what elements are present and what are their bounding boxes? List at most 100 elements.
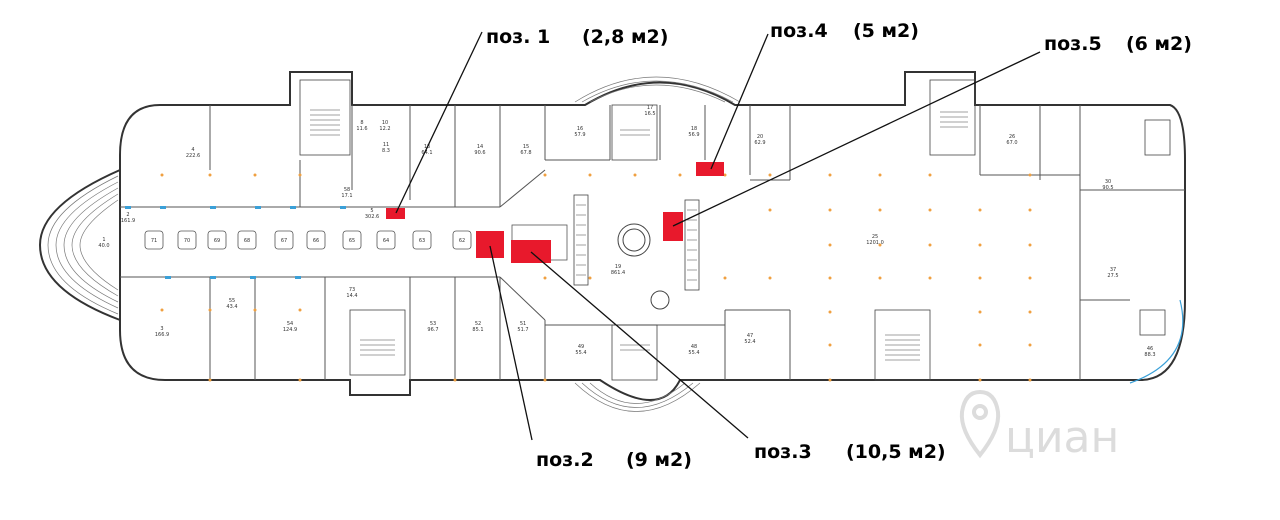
kiosk-number: 63 (419, 238, 425, 244)
room-area: 67.0 (1006, 140, 1017, 146)
callout-labels: поз. 1 (2,8 м2) поз.2 (9 м2) поз.3 (10,5… (486, 20, 1192, 471)
room-area: 27.5 (1107, 273, 1118, 279)
room-area: 96.7 (427, 327, 438, 333)
room-number: 5 (370, 208, 373, 214)
room-area: 11.6 (356, 126, 367, 132)
room-number: 53 (430, 321, 436, 327)
pos2-area-label: (9 м2) (626, 449, 692, 471)
staircases (299, 79, 1171, 381)
leader-lines (395, 31, 1041, 441)
interior-walls (120, 105, 1185, 380)
pos5-leader (672, 51, 1041, 227)
room-number: 48 (691, 344, 697, 350)
room-area: 51.7 (517, 327, 528, 333)
pos5-area (663, 212, 683, 241)
room-area: 40.0 (98, 243, 109, 249)
room-area: 124.9 (283, 327, 297, 333)
atrium (617, 223, 670, 310)
watermark-text: циан (1005, 412, 1119, 463)
room-area: 861.4 (611, 270, 625, 276)
room-area: 57.9 (574, 132, 585, 138)
room-number: 3 (160, 326, 163, 332)
room-number: 47 (747, 333, 753, 339)
kiosk-number: 68 (244, 238, 250, 244)
window-markers (125, 206, 346, 279)
room-number: 10 (382, 120, 388, 126)
stair-treads (310, 109, 968, 361)
room-number: 4 (191, 147, 194, 153)
pos1-leader (395, 31, 483, 214)
room-number: 15 (523, 144, 529, 150)
room-area: 88.3 (1144, 352, 1155, 358)
pos3-leader (530, 251, 749, 439)
room-area: 64.1 (421, 150, 432, 156)
pos4-label: поз.4 (770, 20, 828, 42)
watermark: циан (959, 389, 1119, 463)
room-number: 8 (360, 120, 363, 126)
pos4-leader (710, 33, 769, 170)
room-number: 54 (287, 321, 293, 327)
highlight-areas (386, 162, 724, 263)
room-area: 55.4 (575, 350, 586, 356)
bottom-rotunda-arcs (574, 382, 701, 412)
kiosk-number: 66 (313, 238, 319, 244)
pos1-label: поз. 1 (486, 26, 550, 48)
room-number: 26 (1009, 134, 1015, 140)
kiosk-number: 62 (459, 238, 465, 244)
room-number: 20 (757, 134, 763, 140)
room-number: 73 (349, 287, 355, 293)
room-area: 52.4 (744, 339, 755, 345)
kiosk-number: 69 (214, 238, 220, 244)
pos3-area (511, 240, 551, 263)
room-number: 14 (477, 144, 483, 150)
pos3-label: поз.3 (754, 441, 812, 463)
room-area: 166.9 (155, 332, 169, 338)
room-number: 16 (577, 126, 583, 132)
pos5-label: поз.5 (1044, 33, 1102, 55)
room-area: 90.5 (1102, 185, 1113, 191)
room-number: 2 (126, 212, 129, 218)
pos4-area-label: (5 м2) (853, 20, 919, 42)
room-area: 62.9 (754, 140, 765, 146)
left-rotunda-arcs (47, 175, 119, 315)
room-area: 16.5 (644, 111, 655, 117)
room-number: 49 (578, 344, 584, 350)
room-number: 11 (383, 142, 389, 148)
room-area: 56.9 (688, 132, 699, 138)
kiosk-number: 64 (383, 238, 389, 244)
top-rotunda-arcs (574, 76, 741, 103)
room-number: 52 (475, 321, 481, 327)
pos1-area (386, 208, 405, 219)
room-number: 58 (344, 187, 350, 193)
room-area: 90.6 (474, 150, 485, 156)
room-area: 17.1 (341, 193, 352, 199)
pos3-area-label: (10,5 м2) (846, 441, 946, 463)
column-dots (160, 173, 1032, 382)
room-area: 302.6 (365, 214, 379, 220)
pos4-area (696, 162, 724, 176)
kiosk-number: 70 (184, 238, 190, 244)
kiosk-number: 67 (281, 238, 287, 244)
room-area: 55.4 (688, 350, 699, 356)
kiosk-number: 65 (349, 238, 355, 244)
room-area: 43.4 (226, 304, 237, 310)
room-area: 1201.0 (866, 240, 884, 246)
room-area: 222.6 (186, 153, 200, 159)
building-outline (38, 71, 1186, 401)
room-number: 55 (229, 298, 235, 304)
room-number: 46 (1147, 346, 1153, 352)
room-number: 17 (647, 105, 653, 111)
room-area: 8.3 (382, 148, 390, 154)
room-number: 25 (872, 234, 878, 240)
room-number: 19 (615, 264, 621, 270)
room-area: 12.2 (379, 126, 390, 132)
room-area: 67.8 (520, 150, 531, 156)
room-labels: 1 40.0 2 161.9 3 166.9 4 222.6 5 302.6 8… (98, 105, 1155, 358)
room-number: 51 (520, 321, 526, 327)
kiosk-number: 71 (151, 238, 157, 244)
pos5-area-label: (6 м2) (1126, 33, 1192, 55)
room-number: 1 (102, 237, 105, 243)
location-pin-icon (959, 389, 1001, 459)
room-area: 14.4 (346, 293, 357, 299)
